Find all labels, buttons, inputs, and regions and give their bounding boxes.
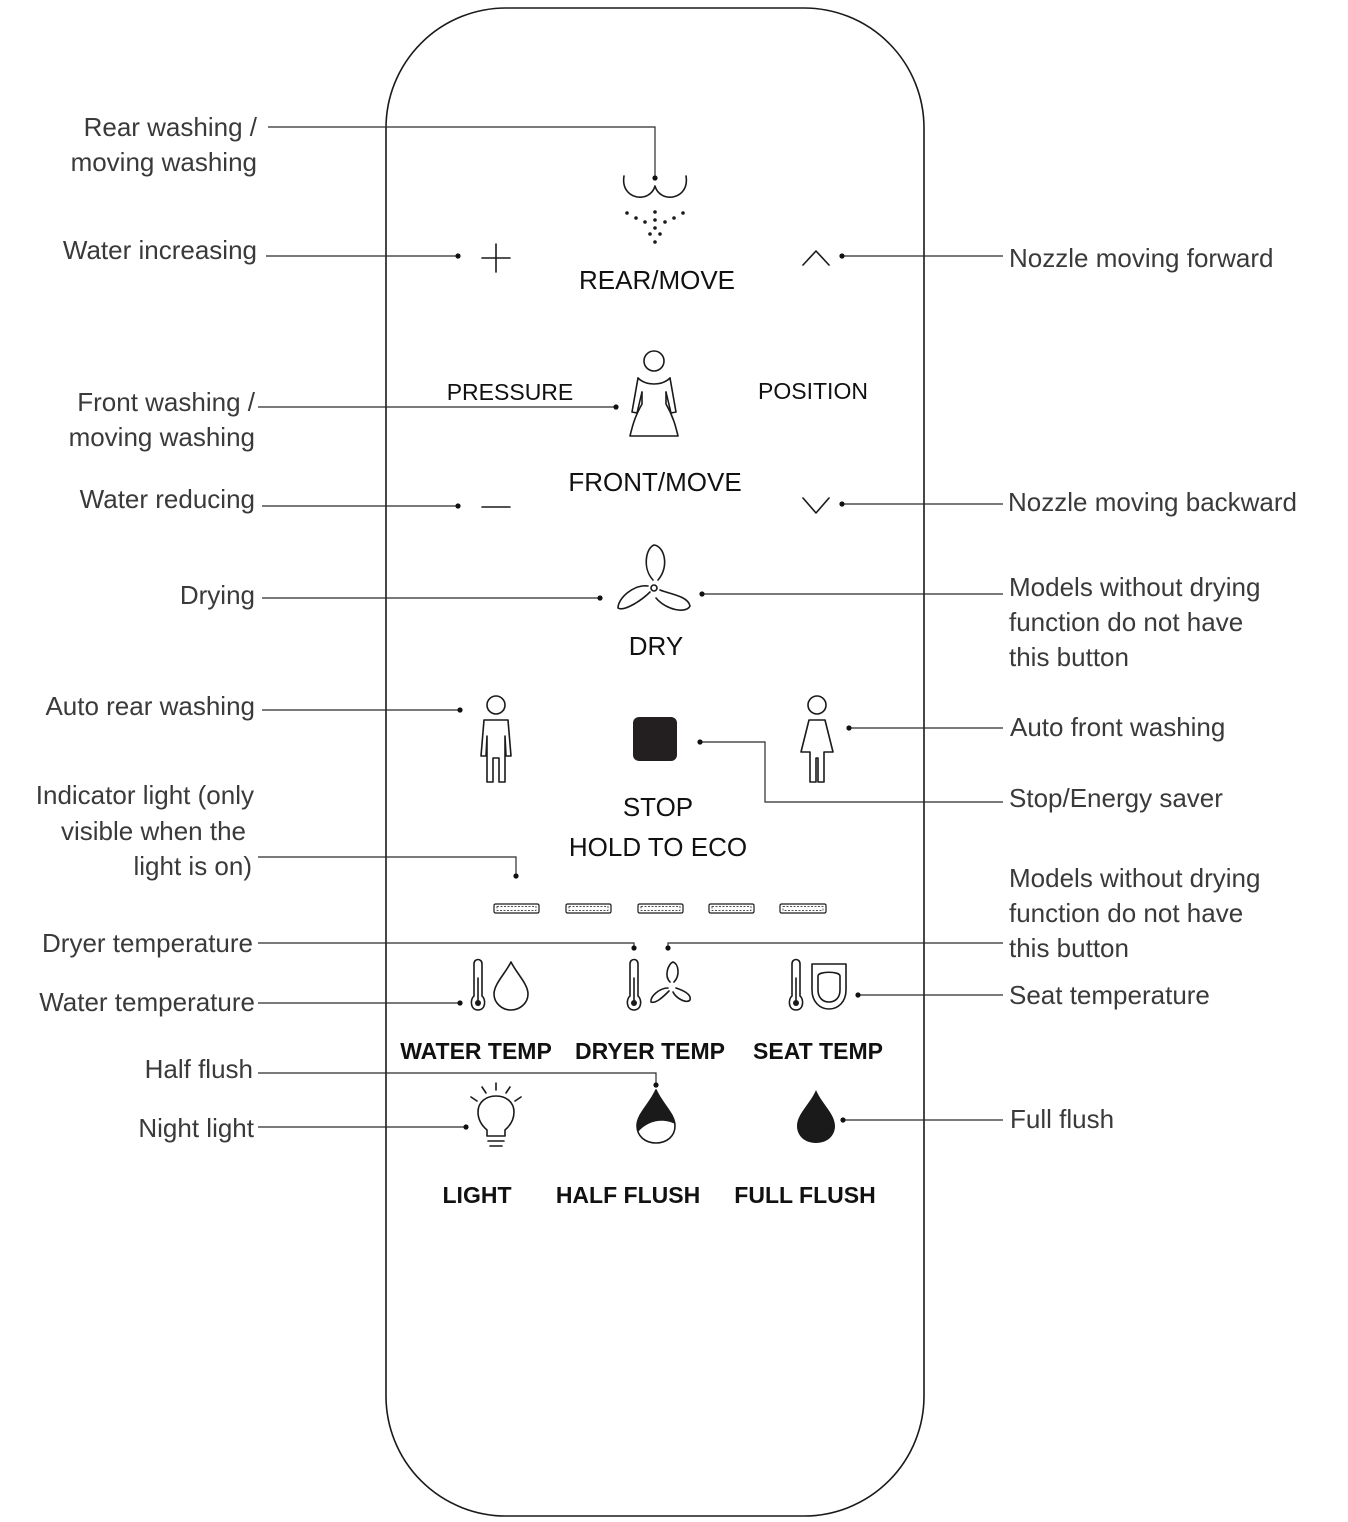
full-flush-label: FULL FLUSH bbox=[734, 1182, 875, 1208]
woman-dress-icon[interactable] bbox=[800, 695, 834, 783]
rear-wash-icon[interactable] bbox=[623, 175, 687, 244]
callout-water-reducing: Water reducing bbox=[80, 484, 255, 514]
callout-no-drying-1-line2: function do not have bbox=[1009, 607, 1243, 637]
callout-drying: Drying bbox=[180, 580, 255, 610]
callout-rear-washing-line1: Rear washing / bbox=[84, 112, 258, 142]
callout-half-flush: Half flush bbox=[145, 1054, 253, 1084]
callout-nozzle-forward: Nozzle moving forward bbox=[1009, 243, 1273, 273]
callout-auto-front: Auto front washing bbox=[1010, 712, 1225, 742]
half-drop-icon[interactable] bbox=[636, 1089, 676, 1144]
callout-seat-temperature: Seat temperature bbox=[1009, 980, 1210, 1010]
callout-nozzle-backward: Nozzle moving backward bbox=[1008, 487, 1297, 517]
callout-water-increasing: Water increasing bbox=[63, 235, 257, 265]
callout-dryer-temperature: Dryer temperature bbox=[42, 928, 253, 958]
man-icon[interactable] bbox=[480, 695, 512, 783]
pressure-label: PRESSURE bbox=[447, 379, 574, 405]
dryer-temp-label: DRYER TEMP bbox=[575, 1038, 725, 1064]
full-drop-icon[interactable] bbox=[797, 1090, 835, 1143]
rear-move-label: REAR/MOVE bbox=[579, 265, 735, 295]
callout-night-light: Night light bbox=[138, 1113, 254, 1143]
up-chevron-icon[interactable] bbox=[802, 250, 830, 266]
woman-icon[interactable] bbox=[629, 350, 679, 437]
half-flush-label: HALF FLUSH bbox=[556, 1182, 700, 1208]
hold-to-eco-label: HOLD TO ECO bbox=[569, 832, 747, 862]
callout-stop-energy: Stop/Energy saver bbox=[1009, 783, 1223, 813]
seat-icon[interactable] bbox=[811, 963, 847, 1010]
callout-no-drying-2-line2: function do not have bbox=[1009, 898, 1243, 928]
fan-icon[interactable] bbox=[617, 544, 691, 611]
thermometer-icon[interactable] bbox=[788, 958, 804, 1011]
callout-no-drying-1-line3: this button bbox=[1009, 642, 1129, 672]
thermometer-icon[interactable] bbox=[470, 958, 486, 1011]
callout-no-drying-2-line1: Models without drying bbox=[1009, 863, 1260, 893]
down-chevron-icon[interactable] bbox=[802, 497, 830, 514]
callout-indicator-line2: visible when the bbox=[61, 816, 246, 846]
callout-auto-rear: Auto rear washing bbox=[45, 691, 255, 721]
fan-icon[interactable] bbox=[650, 961, 692, 1004]
callout-full-flush: Full flush bbox=[1010, 1104, 1114, 1134]
light-label: LIGHT bbox=[443, 1182, 512, 1208]
leader-lines bbox=[258, 126, 1003, 1130]
callout-front-washing-line2: moving washing bbox=[69, 422, 255, 452]
callout-indicator-line3: light is on) bbox=[134, 851, 253, 881]
water-temp-label: WATER TEMP bbox=[400, 1038, 552, 1064]
callout-rear-washing-line2: moving washing bbox=[71, 147, 257, 177]
dry-label: DRY bbox=[629, 631, 683, 661]
callout-indicator-line1: Indicator light (only bbox=[36, 780, 254, 810]
water-drop-icon[interactable] bbox=[493, 961, 529, 1011]
callout-no-drying-1-line1: Models without drying bbox=[1009, 572, 1260, 602]
callout-water-temperature: Water temperature bbox=[39, 987, 255, 1017]
stop-label: STOP bbox=[623, 792, 693, 822]
plus-icon[interactable] bbox=[481, 243, 511, 273]
callout-no-drying-2-line3: this button bbox=[1009, 933, 1129, 963]
position-label: POSITION bbox=[758, 378, 868, 404]
indicator-light-icon bbox=[493, 903, 827, 914]
callout-front-washing-line1: Front washing / bbox=[77, 387, 256, 417]
thermometer-icon[interactable] bbox=[626, 958, 642, 1011]
front-move-label: FRONT/MOVE bbox=[568, 467, 741, 497]
bulb-icon[interactable] bbox=[470, 1082, 522, 1147]
stop-icon[interactable] bbox=[633, 717, 677, 761]
seat-temp-label: SEAT TEMP bbox=[753, 1038, 883, 1064]
remote-body bbox=[385, 7, 925, 1517]
